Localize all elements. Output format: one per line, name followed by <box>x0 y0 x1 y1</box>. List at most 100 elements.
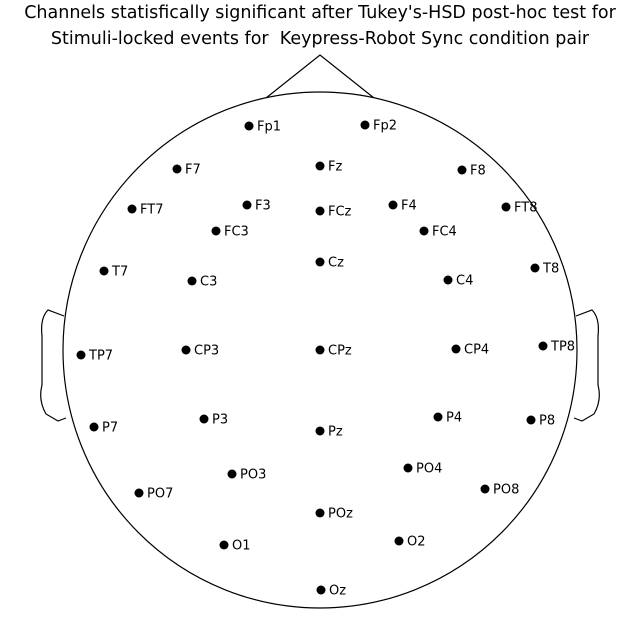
electrode-label: FCz <box>328 205 352 220</box>
electrode-f4: F4 <box>388 199 417 214</box>
electrode-fz: Fz <box>315 160 342 175</box>
electrode-marker <box>315 426 325 436</box>
electrode-pz: Pz <box>315 425 343 440</box>
electrode-marker <box>451 344 461 354</box>
electrode-marker <box>181 345 191 355</box>
electrode-marker <box>530 263 540 273</box>
electrode-marker <box>457 165 467 175</box>
electrode-po4: PO4 <box>403 462 442 477</box>
electrode-marker <box>172 164 182 174</box>
electrode-label: P8 <box>539 414 555 429</box>
figure-title: Channels statisfically significant after… <box>0 0 640 52</box>
electrode-label: Oz <box>329 584 346 599</box>
electrode-marker <box>127 204 137 214</box>
electrode-label: FT7 <box>140 203 163 218</box>
electrode-label: P4 <box>446 411 462 426</box>
electrode-marker <box>242 200 252 210</box>
electrode-label: C4 <box>456 274 473 289</box>
electrode-po8: PO8 <box>480 483 519 498</box>
right-ear <box>573 309 600 422</box>
electrode-marker <box>403 463 413 473</box>
electrode-label: Fz <box>328 160 342 175</box>
electrode-cpz: CPz <box>315 344 352 359</box>
electrode-marker <box>76 350 86 360</box>
electrode-marker <box>433 412 443 422</box>
electrode-marker <box>244 121 254 131</box>
electrode-label: TP8 <box>550 340 575 355</box>
title-line-1: Channels statisfically significant after… <box>24 3 616 23</box>
electrode-label: F7 <box>185 163 201 178</box>
electrode-marker <box>360 120 370 130</box>
electrode-marker <box>538 341 548 351</box>
electrode-fc3: FC3 <box>211 225 249 240</box>
electrode-marker <box>443 275 453 285</box>
electrode-tp8: TP8 <box>538 340 575 355</box>
electrode-marker <box>526 415 536 425</box>
left-ear <box>40 309 67 422</box>
electrode-label: CP3 <box>194 344 219 359</box>
electrode-po3: PO3 <box>227 468 266 483</box>
electrode-p3: P3 <box>199 413 228 428</box>
electrode-label: P3 <box>212 413 228 428</box>
electrode-label: F8 <box>470 164 486 179</box>
electrode-fc4: FC4 <box>419 225 457 240</box>
electrode-marker <box>227 469 237 479</box>
electrode-f3: F3 <box>242 199 271 214</box>
electrode-label: Fp1 <box>257 120 281 135</box>
electrode-marker <box>199 414 209 424</box>
title-line-2: Stimuli-locked events for Keypress-Robot… <box>50 29 590 49</box>
electrode-cz: Cz <box>315 256 344 271</box>
electrode-marker <box>315 206 325 216</box>
electrode-label: POz <box>328 507 353 522</box>
electrode-t8: T8 <box>530 262 559 277</box>
electrode-t7: T7 <box>99 265 128 280</box>
electrode-ft7: FT7 <box>127 203 163 218</box>
electrode-marker <box>134 488 144 498</box>
electrode-marker <box>211 226 221 236</box>
electrode-label: PO3 <box>240 468 266 483</box>
electrode-marker <box>315 257 325 267</box>
electrode-label: O1 <box>232 539 251 554</box>
electrode-cp3: CP3 <box>181 344 219 359</box>
electrode-label: T7 <box>111 265 128 280</box>
electrode-fp1: Fp1 <box>244 120 281 135</box>
electrode-marker <box>219 540 229 550</box>
electrode-label: PO8 <box>493 483 519 498</box>
electrode-label: FC4 <box>432 225 457 240</box>
electrode-f8: F8 <box>457 164 486 179</box>
electrode-cp4: CP4 <box>451 343 489 358</box>
electrode-marker <box>315 161 325 171</box>
electrode-oz: Oz <box>316 584 346 599</box>
electrode-marker <box>419 226 429 236</box>
electrode-c4: C4 <box>443 274 473 289</box>
electrode-marker <box>89 422 99 432</box>
electrode-poz: POz <box>315 507 353 522</box>
electrode-label: Cz <box>328 256 344 271</box>
electrode-p7: P7 <box>89 421 118 436</box>
electrode-label: Fp2 <box>373 119 397 134</box>
electrode-marker <box>99 266 109 276</box>
electrode-tp7: TP7 <box>76 349 113 364</box>
electrode-po7: PO7 <box>134 487 173 502</box>
electrode-label: T8 <box>542 262 559 277</box>
electrode-p8: P8 <box>526 414 555 429</box>
electrode-o2: O2 <box>394 535 426 550</box>
electrode-label: PO7 <box>147 487 173 502</box>
electrode-label: FT8 <box>514 201 537 216</box>
electrode-label: P7 <box>102 421 118 436</box>
electrode-label: PO4 <box>416 462 442 477</box>
electrode-marker <box>315 345 325 355</box>
electrode-marker <box>480 484 490 494</box>
electrode-label: CP4 <box>464 343 489 358</box>
nose <box>265 54 375 99</box>
electrode-label: O2 <box>407 535 426 550</box>
electrode-marker <box>315 508 325 518</box>
electrode-marker <box>501 202 511 212</box>
electrode-fp2: Fp2 <box>360 119 397 134</box>
head-outline <box>40 54 600 609</box>
electrode-marker <box>388 200 398 210</box>
electrode-label: F3 <box>255 199 271 214</box>
electrode-label: CPz <box>328 344 352 359</box>
electrode-label: C3 <box>200 275 217 290</box>
